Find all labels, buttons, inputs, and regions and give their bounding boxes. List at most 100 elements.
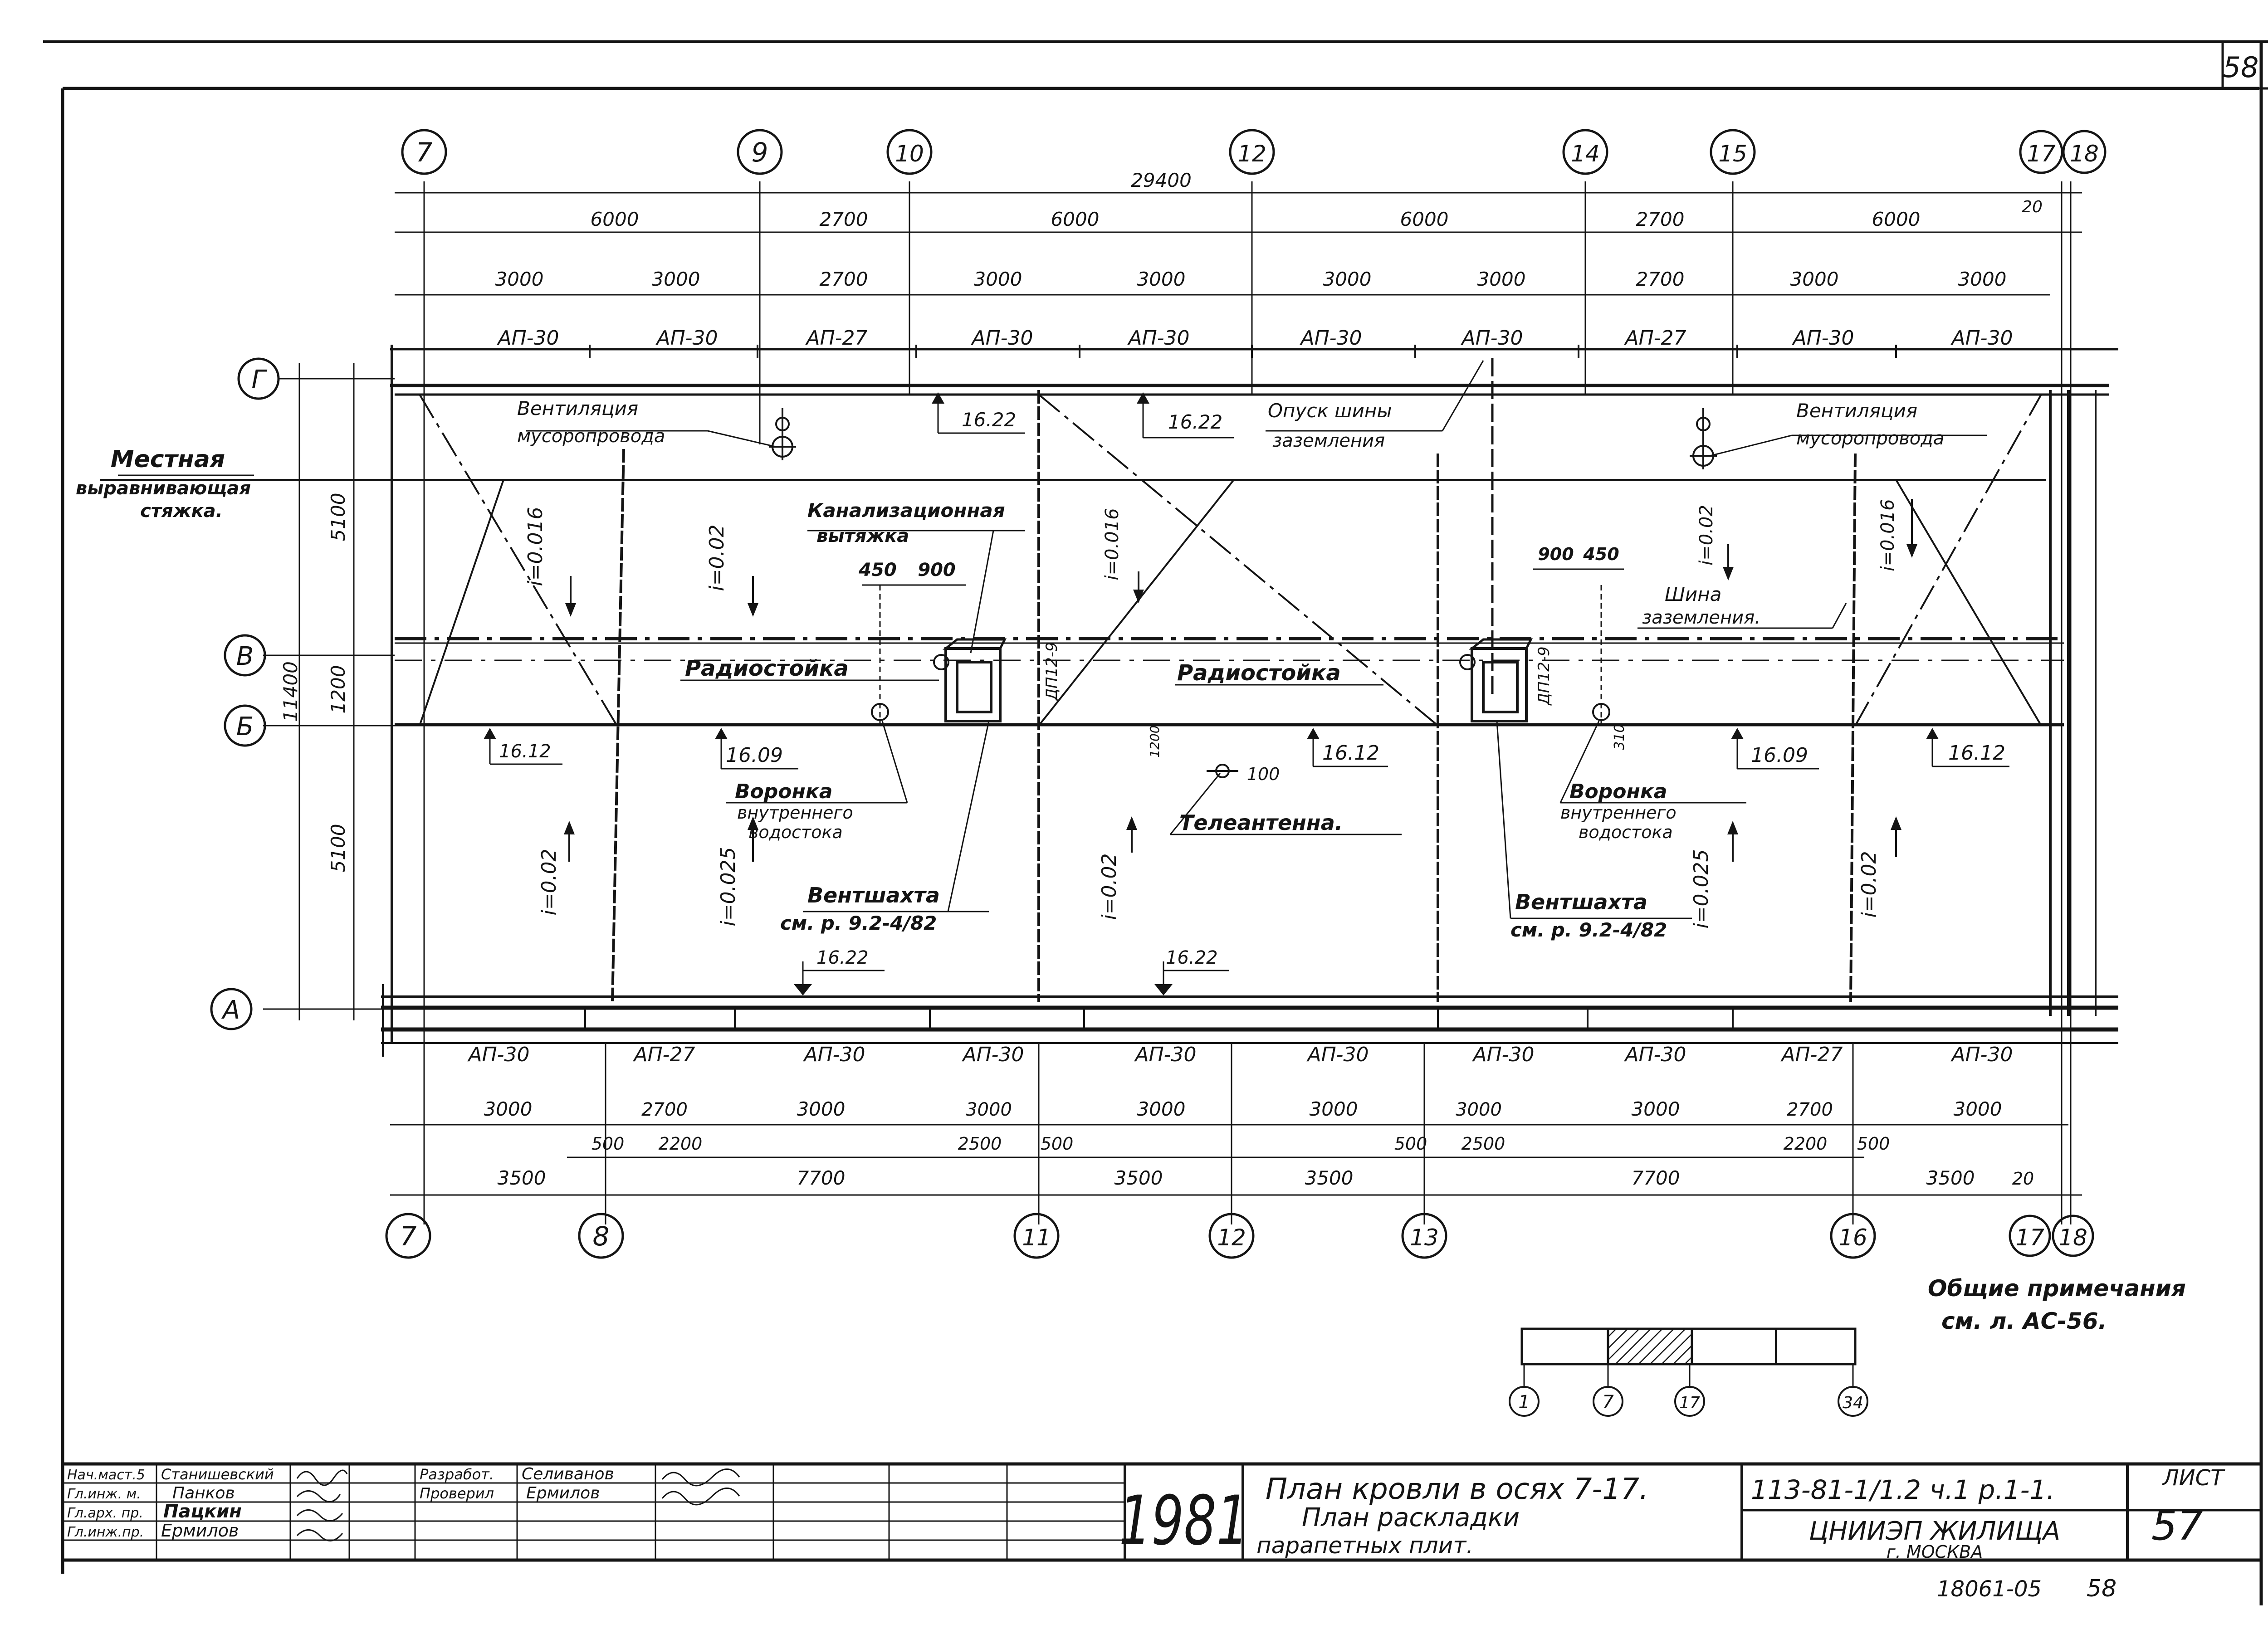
dim-overall: 29400 [1131, 169, 1192, 191]
svg-text:3500: 3500 [1114, 1167, 1163, 1189]
svg-text:см. р. 9.2-4/82: см. р. 9.2-4/82 [780, 912, 937, 934]
svg-text:АП-30: АП-30 [496, 327, 559, 350]
drawing-title: План кровли в осях 7-17. План раскладки … [1256, 1473, 1648, 1559]
svg-text:16.09: 16.09 [1751, 744, 1808, 767]
svg-text:Вентшахта: Вентшахта [807, 883, 940, 907]
svg-text:3500: 3500 [498, 1167, 546, 1189]
svg-text:Вентиляция: Вентиляция [1796, 400, 1917, 422]
svg-text:3000: 3000 [1310, 1098, 1358, 1120]
svg-text:17: 17 [2027, 141, 2056, 167]
axis-bubble-16-bottom: 16 [1830, 1213, 1876, 1259]
svg-text:5100: 5100 [327, 493, 349, 541]
svg-text:Г: Г [251, 365, 267, 395]
year: 1981 [1119, 1482, 1249, 1561]
svg-text:2500: 2500 [1461, 1134, 1505, 1154]
inventory-page: 58 [2087, 1575, 2116, 1602]
svg-text:А: А [221, 995, 240, 1025]
svg-text:450: 450 [858, 560, 897, 580]
axis-bubbles-bottom: 7 8 11 12 13 16 17 18 [385, 1213, 2094, 1259]
key-plan: 1 7 17 34 [1509, 1327, 1868, 1417]
vent-shaft-right-symbol [1459, 638, 1533, 722]
svg-text:3000: 3000 [1323, 268, 1372, 290]
axis-bubble-7-top: 7 [401, 129, 447, 175]
svg-text:Гл.инж.пр.: Гл.инж.пр. [67, 1524, 144, 1540]
svg-text:заземления: заземления [1272, 430, 1385, 451]
axis-bubble-B: Б [224, 704, 266, 747]
svg-text:Опуск шины: Опуск шины [1268, 400, 1392, 422]
notes-text: см. л. АС-56. [1941, 1308, 2107, 1334]
svg-text:3000: 3000 [495, 268, 544, 290]
svg-text:500: 500 [1041, 1134, 1074, 1154]
svg-text:АП-27: АП-27 [1623, 327, 1686, 350]
drain-funnel-left-symbol [871, 585, 889, 726]
svg-text:Станишевский: Станишевский [161, 1466, 274, 1483]
svg-text:16.12: 16.12 [1322, 741, 1379, 765]
elevation-mark-7: 16.12 [1926, 728, 2009, 767]
svg-text:10: 10 [895, 141, 924, 167]
svg-text:2500: 2500 [958, 1134, 1002, 1154]
svg-text:Местная: Местная [111, 446, 225, 473]
drain-funnel-right-symbol [1592, 585, 1610, 726]
svg-text:АП-30: АП-30 [1299, 327, 1362, 350]
svg-text:8: 8 [593, 1221, 610, 1252]
dims-bottom-row1: 3000 2700 3000 3000 3000 3000 3000 3000 … [484, 1098, 2002, 1120]
svg-text:парапетных плит.: парапетных плит. [1256, 1532, 1473, 1559]
svg-text:3000: 3000 [1477, 268, 1526, 290]
grid-axes [263, 181, 2072, 1224]
svg-text:Б: Б [236, 712, 254, 741]
svg-text:АП-30: АП-30 [1623, 1043, 1686, 1066]
svg-text:Гл.арх. пр.: Гл.арх. пр. [67, 1505, 143, 1521]
svg-text:900: 900 [918, 560, 956, 580]
svg-text:АП-30: АП-30 [1950, 1043, 2013, 1066]
parapet-labels-bottom: АП-30 АП-27 АП-30 АП-30 АП-30 АП-30 АП-3… [467, 1043, 2013, 1066]
svg-text:18: 18 [2070, 141, 2099, 167]
svg-text:500: 500 [1857, 1134, 1890, 1154]
svg-text:1200: 1200 [1147, 725, 1162, 757]
sheet-number: 57 [2151, 1502, 2204, 1550]
svg-text:Вентшахта: Вентшахта [1515, 890, 1647, 914]
svg-text:вытяжка: вытяжка [816, 526, 909, 546]
svg-text:2200: 2200 [1784, 1134, 1828, 1154]
svg-text:стяжка.: стяжка. [140, 501, 223, 522]
axis-bubble-7-bottom: 7 [385, 1213, 431, 1259]
svg-text:Проверил: Проверил [420, 1485, 494, 1502]
key-axis-7: 7 [1593, 1386, 1623, 1417]
slope-7: i=0.025 [717, 816, 758, 927]
annotation-funnel-left: Воронка внутреннего водостока [735, 780, 853, 842]
slope-9: i=0.025 [1690, 821, 1738, 929]
svg-text:34: 34 [1843, 1394, 1863, 1412]
parapet-labels-top: АП-30 АП-30 АП-27 АП-30 АП-30 АП-30 АП-3… [496, 327, 2013, 350]
roof-valleys [419, 358, 2042, 1003]
series-code: 113-81-1/1.2 ч.1 р.1-1. [1751, 1474, 2055, 1505]
axis-bubble-A: А [210, 988, 253, 1030]
dimension-lines [298, 192, 2082, 1196]
svg-text:18: 18 [2058, 1224, 2087, 1251]
svg-text:3000: 3000 [1790, 268, 1839, 290]
notes-title: Общие примечания [1928, 1275, 2186, 1302]
elevation-mark-5: 16.12 [1307, 728, 1388, 767]
svg-text:АП-27: АП-27 [1780, 1043, 1843, 1066]
svg-text:16.22: 16.22 [1166, 947, 1218, 968]
svg-text:АП-30: АП-30 [970, 327, 1033, 350]
svg-text:АП-30: АП-30 [1791, 327, 1854, 350]
svg-text:2700: 2700 [1636, 268, 1685, 290]
annotation-radio-left: Радиостойка [685, 656, 849, 681]
svg-text:17: 17 [1679, 1394, 1700, 1412]
svg-text:7: 7 [416, 137, 433, 168]
annotation-shaft-right: Вентшахта см. р. 9.2-4/82 [1510, 890, 1667, 941]
slope-6: i=0.02 [538, 821, 575, 916]
svg-text:План кровли в осях 7-17.: План кровли в осях 7-17. [1266, 1473, 1648, 1506]
axis-bubble-9-top: 9 [737, 129, 783, 175]
svg-text:План раскладки: План раскладки [1302, 1503, 1520, 1532]
svg-text:3000: 3000 [966, 1099, 1012, 1120]
inventory-number: 18061-05 [1937, 1576, 2042, 1602]
svg-text:500: 500 [1394, 1134, 1427, 1154]
svg-text:мусоропровода: мусоропровода [517, 426, 665, 447]
city: г. МОСКВА [1887, 1542, 1983, 1562]
annotation-tv-antenna: Телеантенна. [1179, 810, 1343, 835]
svg-text:2700: 2700 [820, 268, 868, 290]
elevation-mark-6: 16.09 [1731, 728, 1819, 770]
slope-3: i=0.016 [1102, 508, 1144, 603]
svg-text:заземления.: заземления. [1642, 607, 1760, 628]
